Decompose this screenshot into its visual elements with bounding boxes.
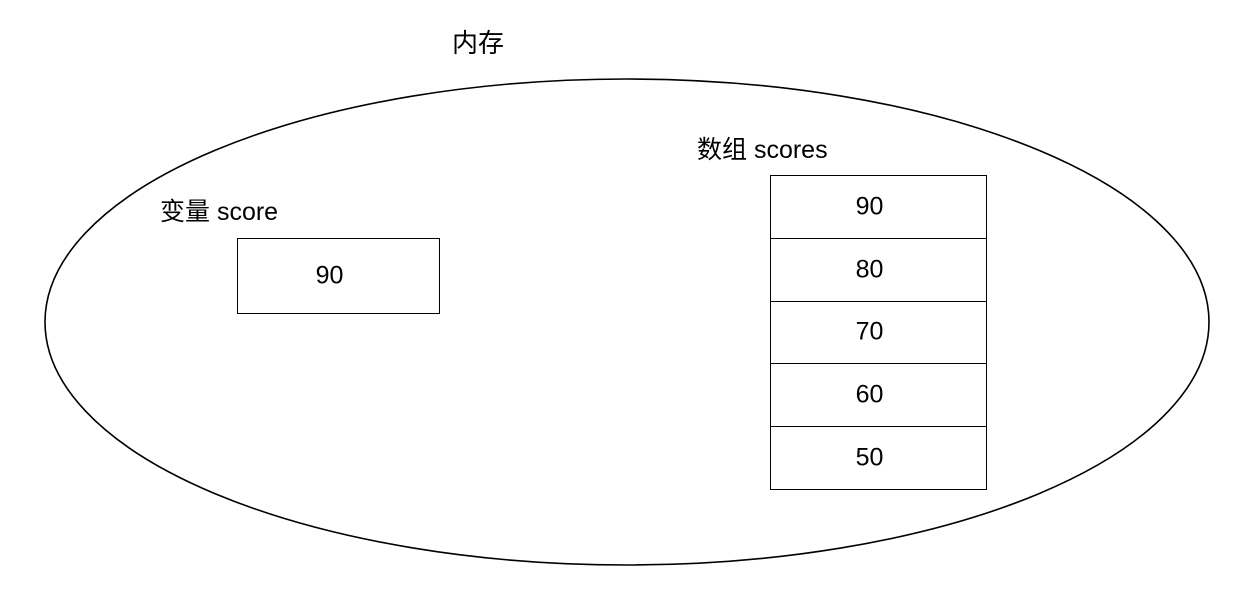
array-cell: 80 bbox=[771, 239, 986, 302]
array-cell: 60 bbox=[771, 364, 986, 428]
memory-boundary-shape bbox=[44, 78, 1210, 566]
array-cell: 50 bbox=[771, 427, 986, 489]
variable-box: 90 bbox=[237, 238, 440, 314]
array-cell-value: 90 bbox=[855, 192, 884, 221]
array-cell: 90 bbox=[771, 176, 986, 239]
variable-label: 变量 score bbox=[160, 198, 279, 226]
array-table: 90 80 70 60 50 bbox=[770, 175, 987, 490]
array-cell-value: 80 bbox=[855, 255, 884, 284]
page-title: 内存 bbox=[452, 28, 505, 58]
array-cell-value: 70 bbox=[855, 317, 884, 346]
variable-value: 90 bbox=[315, 261, 344, 290]
array-cell-value: 60 bbox=[855, 380, 884, 409]
array-label: 数组 scores bbox=[697, 136, 828, 164]
array-cell: 70 bbox=[771, 302, 986, 365]
array-cell-value: 50 bbox=[855, 443, 884, 472]
